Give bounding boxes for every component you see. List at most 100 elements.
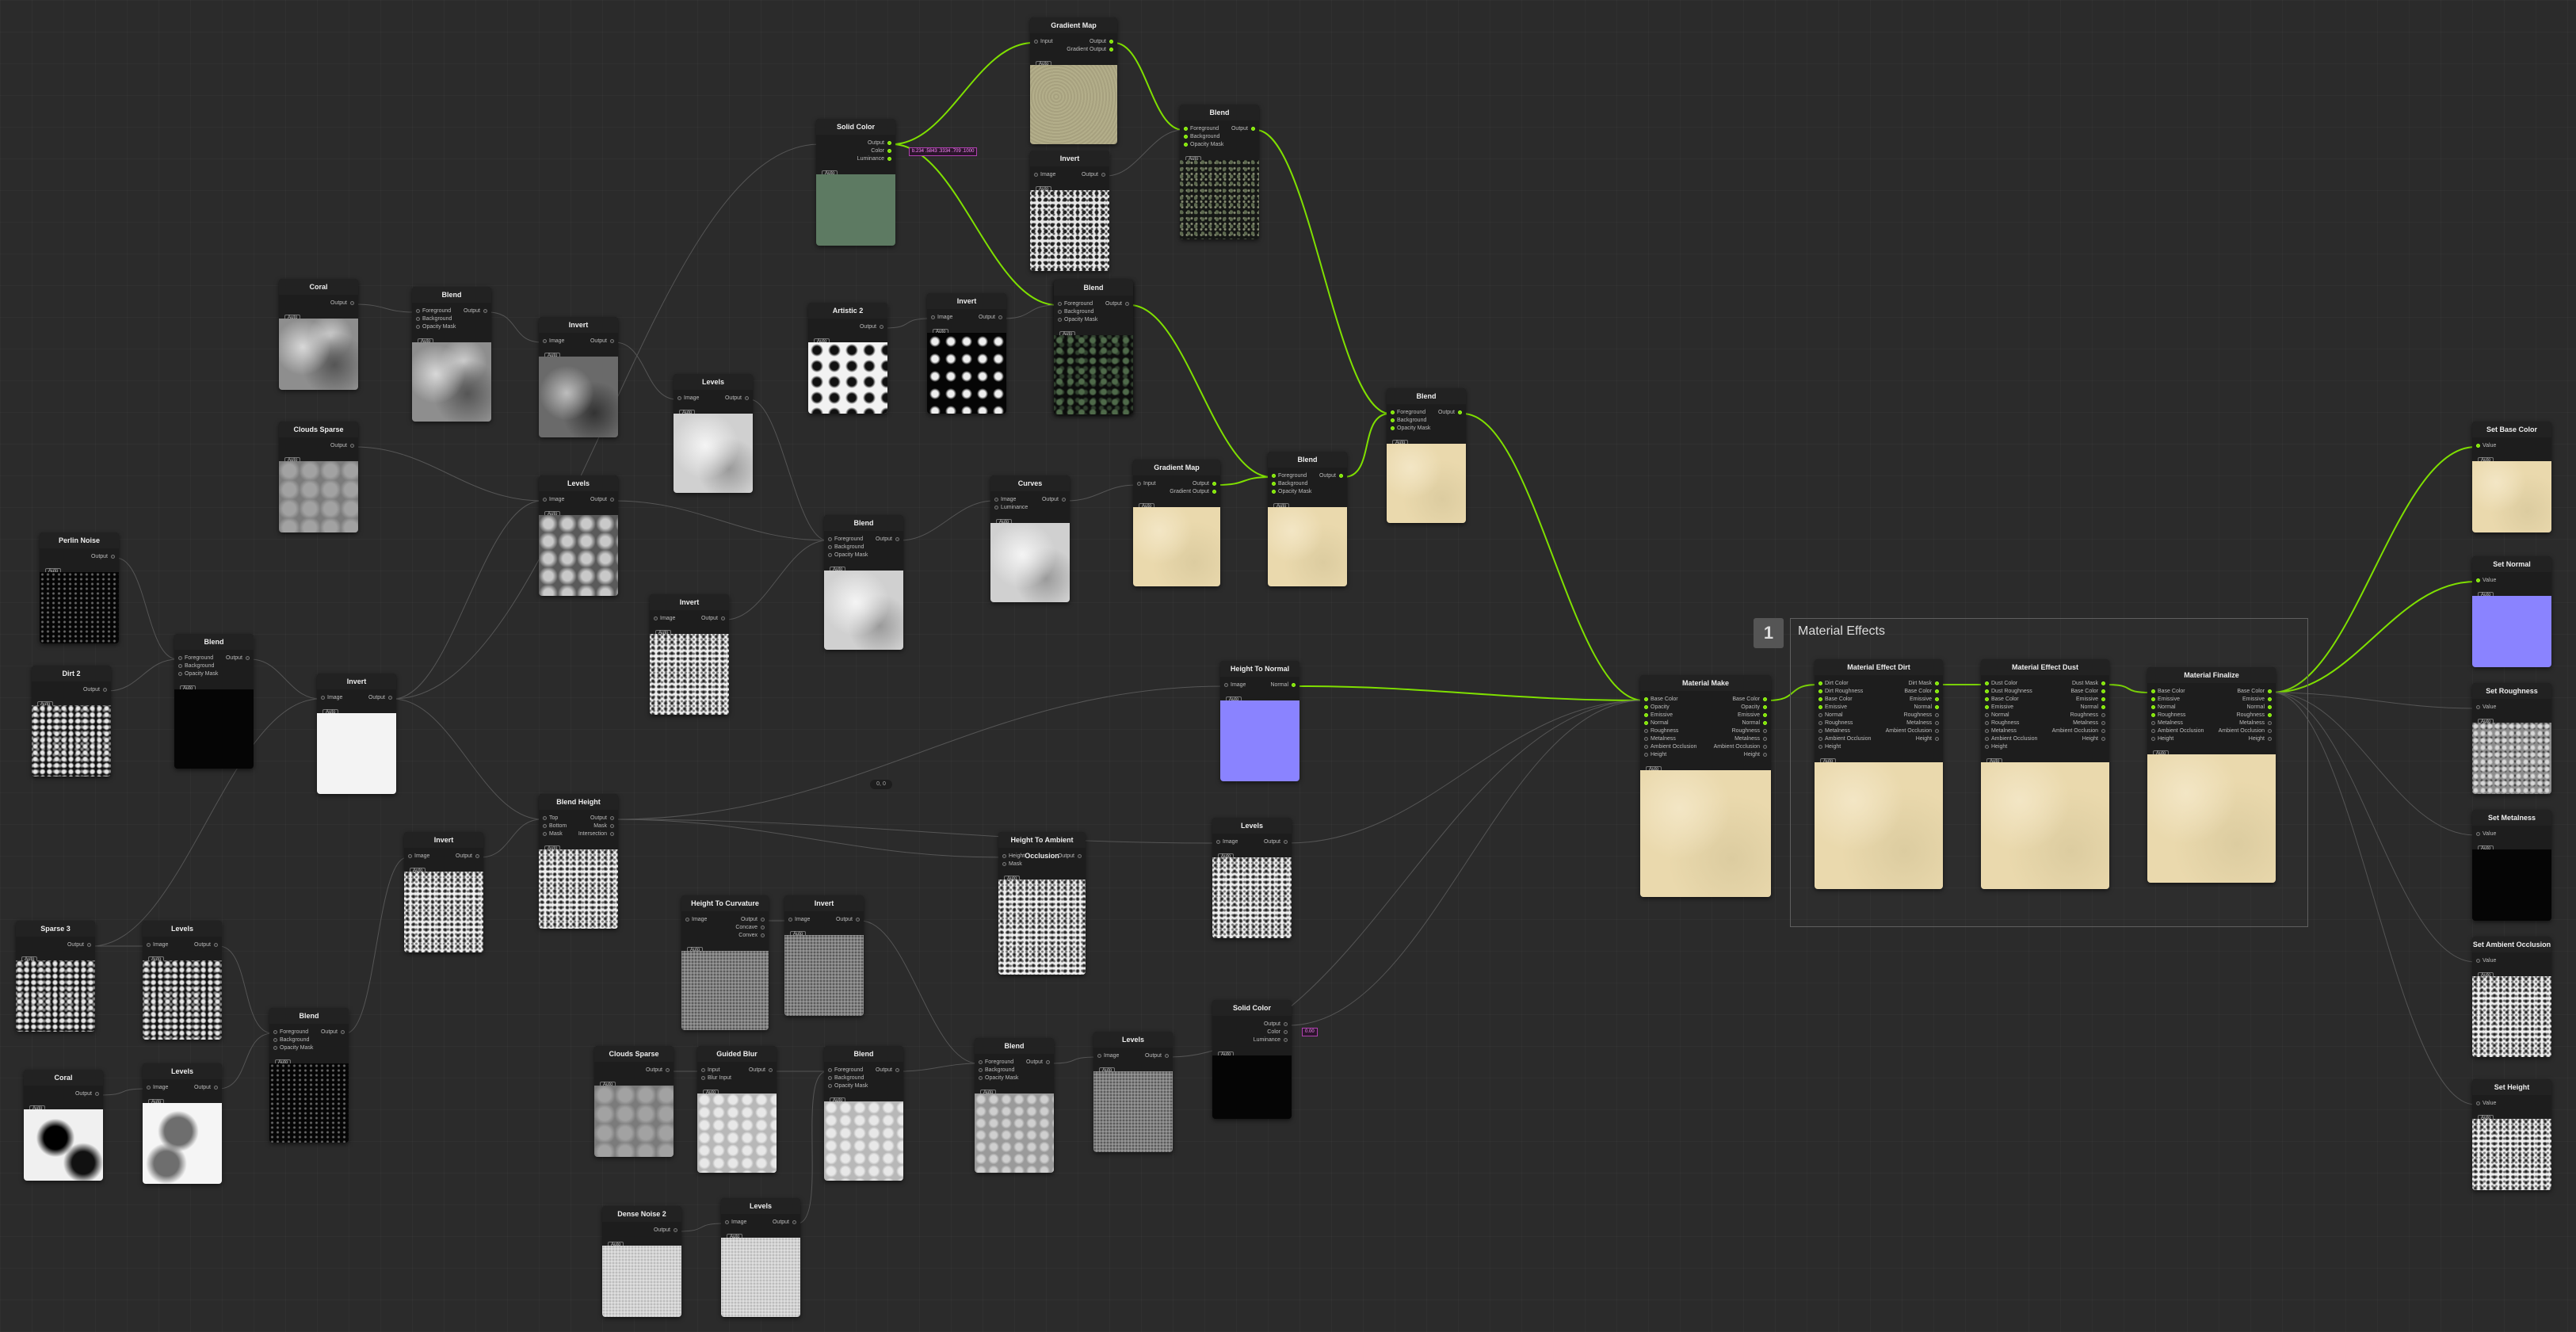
input-port-icon[interactable] <box>979 1068 983 1072</box>
output-port-icon[interactable] <box>1935 713 1939 717</box>
input-port-icon[interactable] <box>1818 745 1822 749</box>
output-port-icon[interactable] <box>1062 498 1066 502</box>
input-port-icon[interactable] <box>178 672 182 676</box>
connection-wire[interactable] <box>99 1088 147 1096</box>
input-port-icon[interactable] <box>1985 689 1989 693</box>
connection-wire[interactable] <box>1288 700 1644 844</box>
output-port-icon[interactable] <box>1763 745 1767 749</box>
output-port-icon[interactable] <box>880 325 883 329</box>
input-port-icon[interactable] <box>1644 697 1648 701</box>
connection-wire[interactable] <box>1002 304 1058 319</box>
output-port-icon[interactable] <box>792 1220 796 1224</box>
active-connection-wire[interactable] <box>1113 42 1184 131</box>
input-port-icon[interactable] <box>1184 127 1188 131</box>
input-port-icon[interactable] <box>654 616 658 620</box>
input-port-icon[interactable] <box>1224 683 1228 687</box>
output-port-icon[interactable] <box>1763 753 1767 757</box>
input-port-icon[interactable] <box>178 656 182 660</box>
output-port-icon[interactable] <box>856 918 860 922</box>
input-port-icon[interactable] <box>2151 737 2155 741</box>
input-port-icon[interactable] <box>1818 729 1822 733</box>
connection-wire[interactable] <box>899 500 994 541</box>
input-port-icon[interactable] <box>1818 737 1822 741</box>
connection-wire[interactable] <box>614 819 1216 844</box>
input-port-icon[interactable] <box>979 1060 983 1064</box>
output-port-icon[interactable] <box>610 339 614 343</box>
output-port-icon[interactable] <box>887 157 891 161</box>
input-port-icon[interactable] <box>931 315 935 319</box>
input-port-icon[interactable] <box>2151 689 2155 693</box>
output-port-icon[interactable] <box>761 926 765 929</box>
input-port-icon[interactable] <box>2476 444 2480 448</box>
input-port-icon[interactable] <box>828 1084 832 1088</box>
input-port-icon[interactable] <box>828 1068 832 1072</box>
input-port-icon[interactable] <box>1644 737 1648 741</box>
input-port-icon[interactable] <box>1985 729 1989 733</box>
output-port-icon[interactable] <box>341 1030 345 1034</box>
connection-wire[interactable] <box>614 819 1002 858</box>
output-port-icon[interactable] <box>2101 697 2105 701</box>
output-port-icon[interactable] <box>2268 729 2272 733</box>
input-port-icon[interactable] <box>979 1076 983 1080</box>
input-port-icon[interactable] <box>416 309 420 313</box>
output-port-icon[interactable] <box>1935 721 1939 725</box>
input-port-icon[interactable] <box>1216 840 1220 844</box>
input-port-icon[interactable] <box>178 664 182 668</box>
input-port-icon[interactable] <box>1002 862 1006 866</box>
input-port-icon[interactable] <box>1644 753 1648 757</box>
input-port-icon[interactable] <box>543 832 547 836</box>
input-port-icon[interactable] <box>2476 578 2480 582</box>
input-port-icon[interactable] <box>147 1086 151 1090</box>
output-port-icon[interactable] <box>1339 474 1343 478</box>
input-port-icon[interactable] <box>1985 737 1989 741</box>
input-port-icon[interactable] <box>1818 689 1822 693</box>
input-port-icon[interactable] <box>1985 681 1989 685</box>
input-port-icon[interactable] <box>828 537 832 541</box>
input-port-icon[interactable] <box>725 1220 729 1224</box>
connection-wire[interactable] <box>354 303 416 313</box>
output-port-icon[interactable] <box>2268 713 2272 717</box>
input-port-icon[interactable] <box>1272 490 1276 494</box>
connection-wire[interactable] <box>1105 129 1184 177</box>
active-connection-wire[interactable] <box>1255 129 1391 414</box>
input-port-icon[interactable] <box>828 1076 832 1080</box>
connection-wire[interactable] <box>345 857 408 1034</box>
output-port-icon[interactable] <box>666 1068 670 1072</box>
input-port-icon[interactable] <box>1034 40 1038 44</box>
output-port-icon[interactable] <box>2101 681 2105 685</box>
output-port-icon[interactable] <box>1284 1038 1288 1042</box>
active-connection-wire[interactable] <box>1462 413 1644 701</box>
output-port-icon[interactable] <box>475 854 479 858</box>
connection-wire[interactable] <box>614 500 828 541</box>
output-port-icon[interactable] <box>2268 737 2272 741</box>
connection-wire[interactable] <box>796 1071 828 1224</box>
input-port-icon[interactable] <box>1184 143 1188 147</box>
input-port-icon[interactable] <box>1002 854 1006 858</box>
input-port-icon[interactable] <box>2476 959 2480 963</box>
output-port-icon[interactable] <box>2268 721 2272 725</box>
output-port-icon[interactable] <box>87 943 91 947</box>
connection-wire[interactable] <box>479 819 543 858</box>
output-port-icon[interactable] <box>2101 689 2105 693</box>
input-port-icon[interactable] <box>1818 721 1822 725</box>
